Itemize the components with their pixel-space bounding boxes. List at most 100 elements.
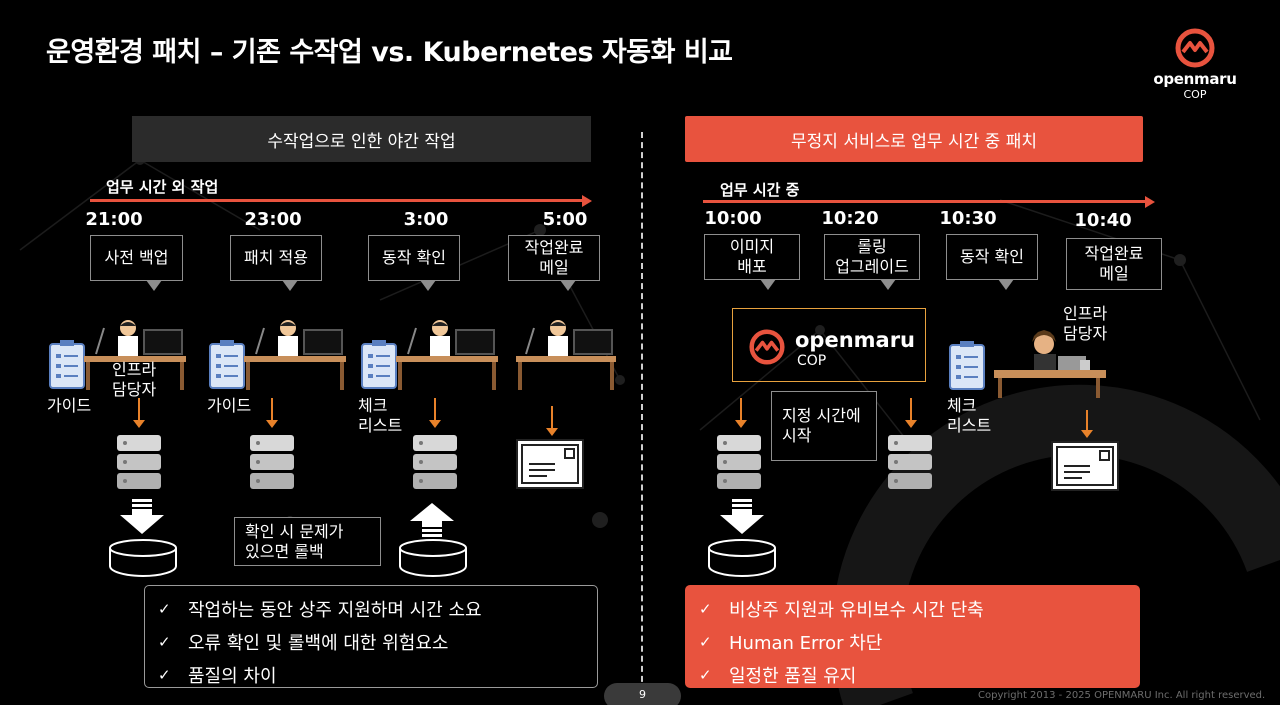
callout-tail <box>760 279 776 290</box>
right-step-3-time: 10:30 <box>939 208 997 229</box>
check-icon: ✓ <box>158 599 171 618</box>
cop-logo-box: openmaru COP <box>732 308 926 382</box>
right-step-2-callout: 롤링 업그레이드 <box>824 234 920 280</box>
server-icon <box>888 435 932 489</box>
left-timeline-label: 업무 시간 외 작업 <box>106 178 219 196</box>
summary-text: 일정한 품질 유지 <box>729 665 857 687</box>
flow-arrow-head-icon <box>133 420 145 428</box>
server-icon <box>413 435 457 489</box>
flow-arrow-head-icon <box>266 420 278 428</box>
callout-tail <box>560 280 576 291</box>
right-step-2-time: 10:20 <box>821 208 879 229</box>
left-step-3-time: 3:00 <box>403 209 449 230</box>
workstation-illustration-4 <box>516 320 616 390</box>
flow-arrow <box>434 398 436 420</box>
summary-item: ✓ Human Error 차단 <box>699 625 1139 658</box>
summary-item: ✓ 일정한 품질 유지 <box>699 658 1139 691</box>
left-step-4-time: 5:00 <box>542 209 588 230</box>
flow-arrow-head-icon <box>905 420 917 428</box>
left-step-1-time: 21:00 <box>85 209 143 230</box>
right-checklist-label: 체크 리스트 <box>947 396 992 435</box>
cop-logo-subtitle: COP <box>797 353 827 369</box>
openmaru-logo: openmaru COP <box>1140 28 1250 104</box>
storage-disk-icon <box>708 539 776 577</box>
page-title: 운영환경 패치 – 기존 수작업 vs. Kubernetes 자동화 비교 <box>46 37 733 68</box>
scheduled-start-note: 지정 시간에 시작 <box>771 391 877 461</box>
cop-logo-wordmark: openmaru <box>795 328 916 352</box>
right-step-4-callout: 작업완료 메일 <box>1066 238 1162 290</box>
callout-tail <box>146 280 162 291</box>
page-number: 9 <box>604 683 681 705</box>
logo-wordmark: openmaru <box>1153 70 1237 88</box>
storage-disk-icon <box>399 539 467 577</box>
logo-subtitle: COP <box>1183 88 1207 101</box>
check-icon: ✓ <box>699 665 712 684</box>
openmaru-mark-icon <box>749 329 785 365</box>
callout-tail <box>420 280 436 291</box>
flow-arrow <box>551 406 553 428</box>
right-person-label: 인프라 담당자 <box>1063 304 1108 343</box>
right-step-3-callout: 동작 확인 <box>946 234 1038 280</box>
relaxed-engineer-illustration <box>994 330 1106 398</box>
flow-arrow-head-icon <box>546 428 558 436</box>
left-step-3-callout: 동작 확인 <box>368 235 460 281</box>
rollback-note: 확인 시 문제가 있으면 롤백 <box>234 517 381 566</box>
check-icon: ✓ <box>699 632 712 651</box>
flow-arrow <box>138 398 140 420</box>
left-checklist-label: 체크 리스트 <box>358 396 403 435</box>
workstation-illustration-3 <box>361 320 498 390</box>
flow-arrow-head-icon <box>735 420 747 428</box>
left-step-2-callout: 패치 적용 <box>230 235 322 281</box>
right-step-1-callout: 이미지 배포 <box>704 234 800 280</box>
workstation-illustration-2 <box>209 320 346 390</box>
right-timeline <box>703 200 1145 203</box>
right-timeline-arrow-icon <box>1145 196 1155 208</box>
left-timeline-arrow-icon <box>582 195 592 207</box>
left-step-4-callout: 작업완료 메일 <box>508 235 600 281</box>
workstation-illustration-1 <box>49 320 186 390</box>
summary-text: 작업하는 동안 상주 지원하며 시간 소요 <box>188 599 482 621</box>
mail-icon <box>516 439 584 489</box>
openmaru-mark-icon <box>1175 28 1215 68</box>
check-icon: ✓ <box>699 599 712 618</box>
flow-arrow <box>910 398 912 420</box>
check-icon: ✓ <box>158 632 171 651</box>
left-section-header: 수작업으로 인한 야간 작업 <box>132 116 591 162</box>
check-icon: ✓ <box>158 665 171 684</box>
section-divider <box>641 132 643 692</box>
summary-item: ✓ 비상주 지원과 유비보수 시간 단축 <box>699 592 1139 625</box>
callout-tail <box>282 280 298 291</box>
copyright-text: Copyright 2013 - 2025 OPENMARU Inc. All … <box>978 690 1266 701</box>
right-step-1-time: 10:00 <box>704 208 762 229</box>
backup-down-arrow-icon <box>120 499 164 534</box>
callout-tail <box>880 279 896 290</box>
right-summary-box: ✓ 비상주 지원과 유비보수 시간 단축 ✓ Human Error 차단 ✓ … <box>685 585 1140 688</box>
left-person-label: 인프라 담당자 <box>112 360 157 399</box>
summary-text: Human Error 차단 <box>729 632 883 654</box>
backup-down-arrow-icon <box>720 499 764 534</box>
flow-arrow <box>271 398 273 420</box>
restore-up-arrow-icon <box>410 503 454 537</box>
callout-tail <box>998 279 1014 290</box>
summary-text: 비상주 지원과 유비보수 시간 단축 <box>729 599 984 621</box>
summary-item: ✓ 오류 확인 및 롤백에 대한 위험요소 <box>158 625 597 658</box>
server-icon <box>717 435 761 489</box>
left-timeline <box>90 199 582 202</box>
left-step-2-time: 23:00 <box>244 209 302 230</box>
flow-arrow-head-icon <box>1081 430 1093 438</box>
right-step-4-time: 10:40 <box>1074 210 1132 231</box>
left-step-1-callout: 사전 백업 <box>90 235 183 281</box>
flow-arrow <box>1086 410 1088 430</box>
flow-arrow-head-icon <box>429 420 441 428</box>
storage-disk-icon <box>109 539 177 577</box>
summary-text: 품질의 차이 <box>188 665 277 687</box>
right-section-header: 무정지 서비스로 업무 시간 중 패치 <box>685 116 1143 162</box>
summary-item: ✓ 작업하는 동안 상주 지원하며 시간 소요 <box>158 592 597 625</box>
checklist-icon <box>949 341 985 390</box>
left-guide-label-1: 가이드 <box>47 396 92 415</box>
server-icon <box>250 435 294 489</box>
summary-item: ✓ 품질의 차이 <box>158 658 597 691</box>
server-icon <box>117 435 161 489</box>
right-timeline-label: 업무 시간 중 <box>720 181 800 199</box>
left-guide-label-2: 가이드 <box>207 396 252 415</box>
